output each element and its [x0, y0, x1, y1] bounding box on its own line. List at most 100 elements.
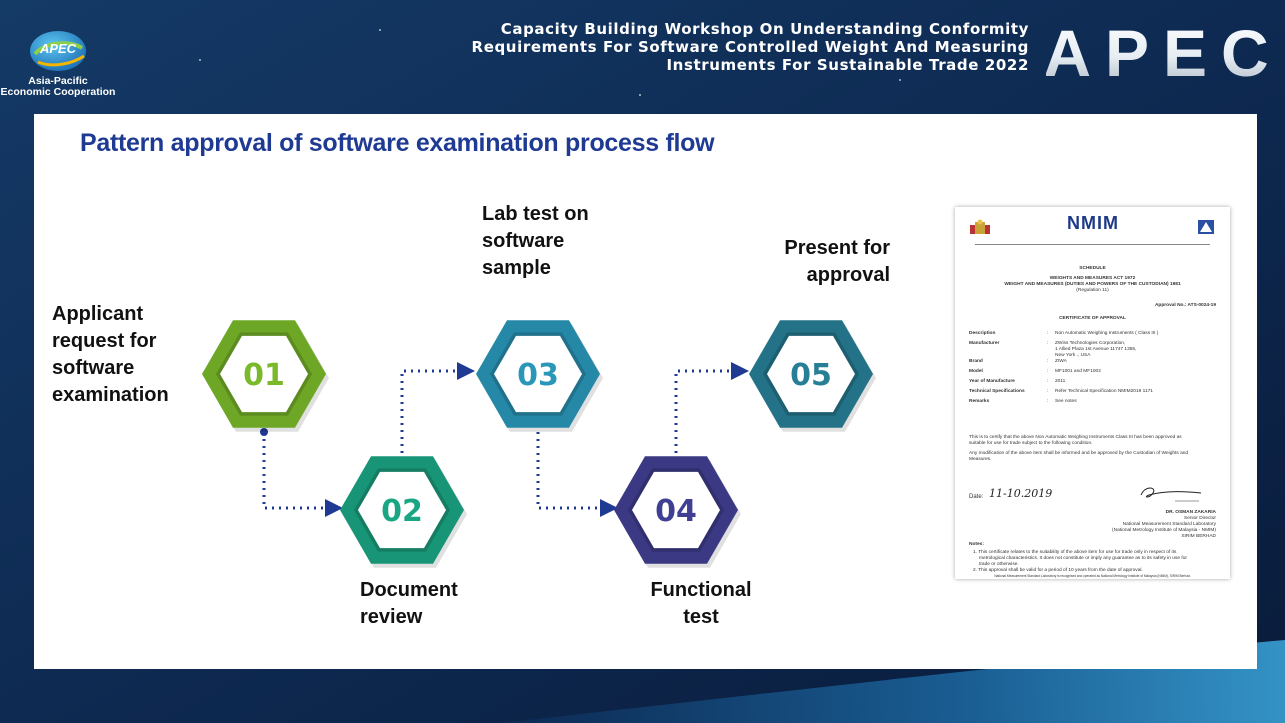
- step-hexagon-inner-02: [358, 471, 446, 549]
- step-number-05: 05: [790, 358, 832, 393]
- cert-signer-name: DR. OSMAN ZAKARIA: [1165, 510, 1216, 515]
- cert-field-label: Technical Specifications: [969, 389, 1025, 394]
- step-label-01-line2: request for: [52, 330, 157, 352]
- cert-field-colon: :: [1047, 399, 1049, 404]
- step-label-05-line2: approval: [806, 264, 890, 286]
- cert-signer-org1: National Measurement Standard Laboratory: [1122, 522, 1216, 527]
- connector-04-05: [674, 362, 749, 460]
- step-label-01: Applicant request for software examinati…: [52, 301, 169, 409]
- step-number-03: 03: [517, 358, 559, 393]
- connector-03-04: [536, 432, 618, 517]
- cert-field-label: Brand: [969, 359, 983, 364]
- cert-field-colon: :: [1047, 389, 1049, 394]
- cert-field-value: See notes: [1055, 399, 1077, 404]
- cert-field-value: ZWiss Technologies Corporation,: [1055, 341, 1126, 346]
- step-label-05-line1: Present for: [784, 237, 890, 259]
- cert-field-colon: :: [1047, 369, 1049, 374]
- apec-wordmark-text: APEC: [1046, 18, 1281, 90]
- workshop-title-line3: Instruments For Sustainable Trade 2022: [666, 56, 1029, 74]
- cert-statement1: This is to certify that the above Non Au…: [969, 435, 1182, 440]
- cert-statement2: Any modification of the above item shall…: [969, 451, 1189, 456]
- step-label-03-line3: sample: [482, 257, 551, 279]
- step-hexagon-03: 03: [476, 320, 603, 432]
- step-label-01-line4: examination: [52, 384, 169, 406]
- step-label-02: Document review: [360, 577, 458, 631]
- cert-notes-label: Notes:: [969, 542, 984, 547]
- malaysia-crest-icon: [970, 219, 990, 234]
- cert-field-value: Non Automatic Weighing Instruments ( Cla…: [1055, 331, 1159, 336]
- workshop-title-line1: Capacity Building Workshop On Understand…: [500, 20, 1029, 38]
- cert-field-colon: :: [1047, 379, 1049, 384]
- workshop-title: Capacity Building Workshop On Understand…: [409, 20, 1029, 74]
- cert-field-colon: :: [1047, 331, 1049, 336]
- step-label-01-line1: Applicant: [52, 303, 144, 325]
- step-hexagon-inner-01: [220, 335, 308, 413]
- step-label-05: Present for approval: [766, 235, 890, 289]
- cert-date-label: Date:: [969, 494, 984, 500]
- workshop-title-line2: Requirements For Software Controlled Wei…: [471, 38, 1029, 56]
- cert-schedule: SCHEDULE: [1079, 266, 1106, 271]
- apec-logo-caption: Asia-Pacific Economic Cooperation: [0, 76, 116, 98]
- apec-logo-caption-line1: Asia-Pacific: [28, 75, 88, 87]
- cert-act: WEIGHTS AND MEASURES ACT 1972: [1049, 276, 1136, 281]
- step-hexagon-05: 05: [749, 320, 876, 432]
- apec-wordmark: APEC: [1046, 18, 1281, 90]
- apec-globe-icon: [30, 31, 86, 71]
- step-hexagon-04: 04: [614, 456, 741, 568]
- step-hexagon-01: 01: [202, 320, 329, 432]
- signature-icon: [1140, 487, 1202, 502]
- cert-field-value: Refer Technical Specification NMIM2019 1…: [1055, 389, 1153, 394]
- flow-connectors: [262, 362, 749, 517]
- step-label-03-line1: Lab test on: [482, 203, 589, 225]
- step-label-02-line2: review: [360, 606, 423, 628]
- step-hexagon-inner-04: [632, 471, 720, 549]
- cert-heading: CERTIFICATE OF APPROVAL: [1059, 316, 1126, 321]
- cert-note1c: trade or otherwise.: [979, 562, 1019, 567]
- cert-note2: 2. This approval shall be valid for a pe…: [973, 568, 1143, 573]
- cert-regulation: WEIGHT AND MEASURES (DUTIES AND POWERS O…: [1004, 282, 1181, 287]
- cert-field-label: Manufacturer: [969, 341, 1000, 346]
- cert-statement2b: Measures.: [969, 457, 992, 462]
- cert-note1b: metrological characteristics. It does no…: [979, 556, 1187, 561]
- step-label-01-line3: software: [52, 357, 135, 379]
- cert-field-label: Description: [969, 331, 996, 336]
- cert-field-label: Model: [969, 369, 983, 374]
- cert-signer-org2: (National Metrology Institute of Malaysi…: [1112, 528, 1216, 533]
- step-number-04: 04: [655, 494, 697, 529]
- connector-start-dot: [260, 428, 268, 436]
- cert-field-value: ZIWA: [1055, 359, 1067, 364]
- cert-field-colon: :: [1047, 359, 1049, 364]
- cert-field-label: Year of Manufacture: [969, 379, 1015, 384]
- step-number-01: 01: [243, 358, 285, 393]
- approval-certificate-image: NMIM SCHEDULE WEIGHTS AND MEASURES ACT 1…: [955, 207, 1230, 579]
- cert-field-value: MF1001 and MF1002: [1055, 369, 1101, 374]
- step-hexagon-inner-03: [494, 335, 582, 413]
- cert-approval-no: Approval No.: ATS-0024-19: [1154, 303, 1216, 308]
- cert-regulation-no: (Regulation 11): [1076, 288, 1109, 293]
- sirim-logo-icon: [1198, 220, 1214, 234]
- cert-signer-org3: SIRIM BERHAD: [1181, 534, 1216, 539]
- cert-field-label: Remarks: [969, 399, 990, 404]
- apec-logo-caption-line2: Economic Cooperation: [0, 86, 116, 98]
- step-label-04: Functional test: [640, 577, 762, 631]
- cert-header-rule: [975, 244, 1210, 245]
- cert-statement1b: suitable for use for trade subject to th…: [969, 441, 1093, 446]
- cert-brand: NMIM: [1067, 213, 1119, 233]
- step-hexagon-inner-05: [767, 335, 855, 413]
- step-label-04-line2: test: [683, 606, 719, 628]
- connector-01-02: [262, 432, 343, 517]
- step-label-02-line1: Document: [360, 579, 458, 601]
- step-label-03: Lab test on software sample: [482, 201, 589, 282]
- cert-field-value: New York ., USA: [1055, 353, 1091, 358]
- step-label-04-line1: Functional: [650, 579, 752, 601]
- connector-02-03: [400, 362, 475, 460]
- cert-field-value: 1 Allied Plaza 1st Avenue 11747 1355,: [1055, 347, 1137, 352]
- step-hexagon-02: 02: [340, 456, 467, 568]
- cert-note1: 1. This certificate relates to the suita…: [973, 550, 1177, 555]
- step-label-03-line2: software: [482, 230, 565, 252]
- cert-field-value: 2011: [1055, 379, 1066, 384]
- page-title: Pattern approval of software examination…: [80, 129, 715, 157]
- cert-footer: National Measurement Standard Laboratory…: [994, 574, 1191, 578]
- cert-field-colon: :: [1047, 341, 1049, 346]
